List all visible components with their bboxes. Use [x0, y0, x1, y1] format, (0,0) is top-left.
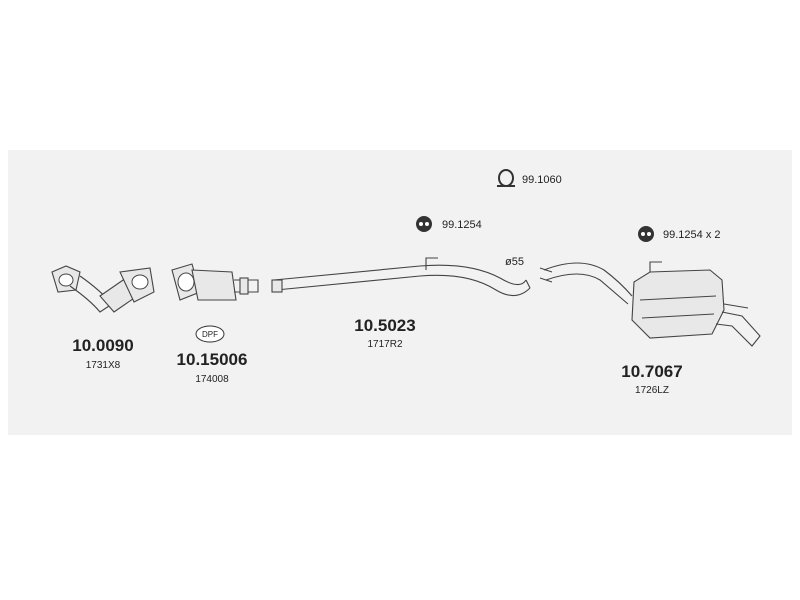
front-pipe-part-number: 10.0090 [72, 336, 133, 355]
rubber-mount-center-label: 99.1254 [442, 219, 482, 231]
dpf-ref-number: 174008 [195, 374, 229, 385]
clamp-accessory: 99.1060 [497, 169, 562, 187]
rear-silencer-inlet-pipe [543, 262, 633, 297]
center-pipe-diameter: ø55 [505, 256, 524, 268]
rear-silencer-part-number: 10.7067 [621, 362, 682, 381]
rear-silencer-part: 10.7067 1726LZ [539, 261, 761, 396]
center-pipe-ref-number: 1717R2 [367, 339, 402, 350]
center-pipe-part-number: 10.5023 [354, 316, 415, 335]
clamp-label: 99.1060 [522, 174, 562, 186]
dpf-badge-oval [195, 325, 225, 343]
dpf-part-number: 10.15006 [177, 350, 248, 369]
tailpipe-icon [715, 311, 761, 347]
rubber-mount-rear-accessory: 99.1254 x 2 [638, 226, 721, 242]
dpf-badge: DPF [202, 330, 218, 339]
silencer-body-icon [631, 269, 725, 339]
dpf-part: DPF 10.15006 174008 [171, 263, 259, 385]
rubber-mount-icon [416, 216, 432, 232]
rubber-mount-center-accessory: 99.1254 [416, 216, 482, 232]
center-pipe-tube [273, 264, 527, 286]
rubber-mount-icon [638, 226, 654, 242]
rear-silencer-ref-number: 1726LZ [635, 385, 669, 396]
front-pipe-ref-number: 1731X8 [86, 360, 121, 371]
rubber-mount-rear-label: 99.1254 x 2 [663, 229, 721, 241]
center-pipe-hanger-icon [425, 257, 438, 270]
front-pipe-part: 10.0090 1731X8 [51, 265, 155, 371]
dpf-body-icon [191, 269, 237, 301]
silencer-hanger-icon [649, 261, 662, 272]
center-pipe-part: ø55 10.5023 1717R2 [271, 256, 531, 350]
